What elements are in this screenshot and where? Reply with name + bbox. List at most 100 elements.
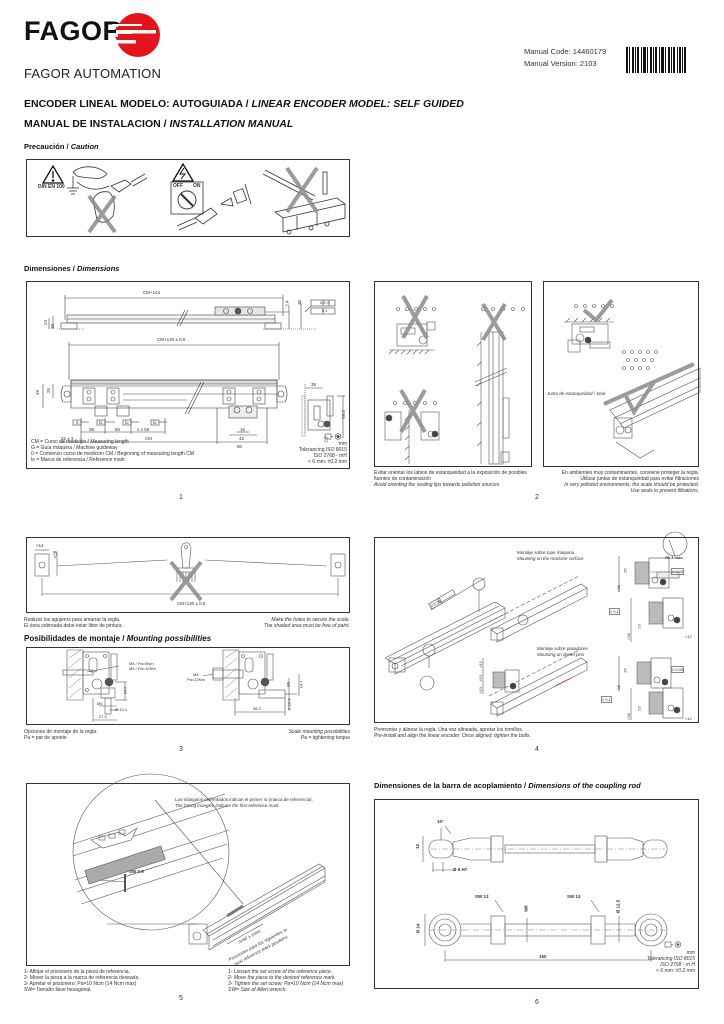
caption-line: Pre-install and align the linear encoder… <box>374 733 531 739</box>
tolerance-line: Tolerancing ISO 8015 <box>646 956 695 962</box>
m8-label: M8 <box>193 672 199 677</box>
mounting-caption-right: Scale mounting possibilities Pa = tighte… <box>180 729 350 741</box>
cross-out-icon <box>285 166 319 214</box>
dim-12-a: <12 <box>685 634 692 639</box>
caption-line: Scale mounting possibilities <box>288 729 350 735</box>
step-line: 1- Aflojar el prisionero de la pieza de … <box>24 969 130 975</box>
water-drop-icons <box>574 304 614 308</box>
caution-heading-en: Caution <box>70 142 99 151</box>
tolerance-line: mm <box>338 441 347 447</box>
page-number-3: 3 <box>179 746 183 753</box>
din-label: DIN EN 100 <box>38 184 65 190</box>
caution-heading-es: Precaución / <box>24 142 71 151</box>
mounting-heading-en: Mounting possibilities <box>126 634 212 643</box>
reference-steps-en: 1- Loosen the set screw of the reference… <box>228 969 358 993</box>
ref-mark-lo-3: lo <box>153 420 157 425</box>
dim-10: >10 <box>477 687 483 694</box>
manual-version: Manual Version: 2103 <box>524 59 597 68</box>
sw13-a: SW 13 <box>475 894 489 899</box>
caution-panel: DIN EN 100 OFF ON <box>26 159 350 237</box>
seal-label: Junta de estanqueidad / Seal <box>547 391 606 396</box>
caption-line: In very polluted environments, the scale… <box>564 482 699 488</box>
dimensions-heading-es: Dimensiones / <box>24 264 77 273</box>
tolerance-line: mm <box>686 950 695 956</box>
dim-35: 35 <box>89 427 95 432</box>
page-number-6: 6 <box>535 999 539 1006</box>
caption-line: Premontar y alinear la regla. Una vez al… <box>374 727 524 733</box>
page-number-4: 4 <box>535 746 539 753</box>
caution-heading: Precaución / Caution <box>24 142 99 151</box>
reference-note-en: The facing triangles indicate the first … <box>175 803 280 808</box>
ref-mark-0: 0 <box>76 420 79 425</box>
coupling-rod-panel: 10° 12 Ø 8 H7 SW 13 SW 13 M8 Ø 12.5 Ø 24… <box>374 799 699 989</box>
dim-cm: CM <box>145 436 152 441</box>
mounting-caption-left: Opciones de montaje de la regla. Pa = pa… <box>24 729 194 741</box>
pollution-right-panel: Junta de estanqueidad / Seal <box>543 281 701 467</box>
electric-hazard-icon <box>171 162 195 182</box>
dim-38-a: >38 <box>615 585 621 592</box>
mounting-possibilities-drawing <box>62 649 300 722</box>
dim-m5: M5 <box>97 701 103 706</box>
mounting-holes-panel: >14 >28 CM+130 ± 0.5 <box>26 537 350 613</box>
caption-line: The shaded area must be free of paint. <box>263 623 350 629</box>
step-line: 3- Tighten the set screw; Pa=10 Ncm (14 … <box>228 981 344 987</box>
dim-cm144: CM+144 <box>143 290 161 295</box>
reference-mark-drawing <box>72 773 326 951</box>
caption-line: Utilizar juntas de estanqueidad para evi… <box>580 476 699 482</box>
legend-line: G = Guía máquina / Machine guideway <box>31 445 118 451</box>
caption-line: En ambientes muy contaminantes, conviene… <box>561 470 699 476</box>
dim-10-4b: Ø 10.4 <box>286 698 292 711</box>
dimensions-legend: CM = Curso de medición / Measuring lengt… <box>31 439 251 463</box>
brand-subtitle: FAGOR AUTOMATION <box>24 66 162 81</box>
brush-icon <box>180 542 192 569</box>
dim-12-5: Ø 12.5 <box>615 899 621 914</box>
section-view-4 <box>630 687 684 720</box>
dimensions-drawing <box>42 295 345 444</box>
tolerance-line: < 6 mm: ±0.2 mm <box>307 459 347 465</box>
document-title: ENCODER LINEAL MODELO: AUTOGUIADA / LINE… <box>24 98 464 110</box>
coupling-heading-en: Dimensions of the coupling rod <box>528 781 641 790</box>
caution-illustrations <box>41 162 346 235</box>
tolerance-line: < 6 mm: ±0.2 mm <box>655 968 695 974</box>
dim-150: 150 <box>539 954 547 959</box>
tolerance-line: Tolerancing ISO 8015 <box>298 447 347 453</box>
caption-line: Evitar orientar los labios de estanqueid… <box>374 470 527 476</box>
manual-code: Manual Code: 14460179 <box>524 47 607 56</box>
mounting-possibilities-heading: Posibilidades de montaje / Mounting poss… <box>24 634 211 643</box>
tol-01-a: // 0.1 <box>609 608 620 615</box>
page-number-1: 1 <box>179 494 183 501</box>
manual-title-en: INSTALLATION MANUAL <box>169 118 294 130</box>
encoder-illustration-icon <box>262 169 346 235</box>
title-es: ENCODER LINEAL MODELO: AUTOGUIADA / <box>24 98 252 110</box>
water-drop-icons <box>396 307 436 311</box>
mounting-holes-drawing <box>34 542 346 602</box>
dim-32: 32 ± 3 <box>61 436 74 441</box>
step-line: SW= Tamaño llave hexagonal. <box>24 987 92 993</box>
machine-surface-en: Mounting on the machine surface <box>517 556 584 561</box>
dimensions-heading-en: Dimensions <box>76 264 120 273</box>
checkmark-icon <box>582 298 695 416</box>
caption-line: El área sobreada debe estar libre de pin… <box>24 623 123 629</box>
manual-title: MANUAL DE INSTALACION / INSTALLATION MAN… <box>24 118 293 130</box>
dim-cm130-holes: CM+130 ± 0.5 <box>177 601 206 606</box>
barcode-icon <box>626 47 694 73</box>
dim-42: 42 <box>239 436 245 441</box>
dim-10-4: Ø 10.4 <box>115 707 128 712</box>
legend-line: CM = Curso de medición / Measuring lengt… <box>31 439 129 445</box>
step-line: 2- Move the piece to the desired referen… <box>228 975 336 981</box>
dimensions-heading: Dimensiones / Dimensions <box>24 264 119 273</box>
caption-line: Use seals to prevent filtrations. <box>630 488 699 494</box>
coupling-rod-drawing <box>422 825 682 962</box>
dim-23-b: 23 <box>636 706 642 711</box>
dim-20: >20 <box>477 675 483 682</box>
tol-005-b: // 0.05 <box>671 666 685 673</box>
caption-line: Realizar los agujeros para amarrar la re… <box>24 617 121 623</box>
section-view-3 <box>618 656 672 690</box>
alignment-panel: Montaje sobre tope máquina Mounting on t… <box>374 531 699 723</box>
caption-line: fuentes de contaminación <box>374 476 431 482</box>
projection-symbol-icon <box>324 433 342 440</box>
pollution-right-drawing <box>564 298 701 459</box>
section-view-2 <box>630 597 684 642</box>
pollution-left-drawing <box>384 295 525 465</box>
small-section-view <box>482 658 520 694</box>
